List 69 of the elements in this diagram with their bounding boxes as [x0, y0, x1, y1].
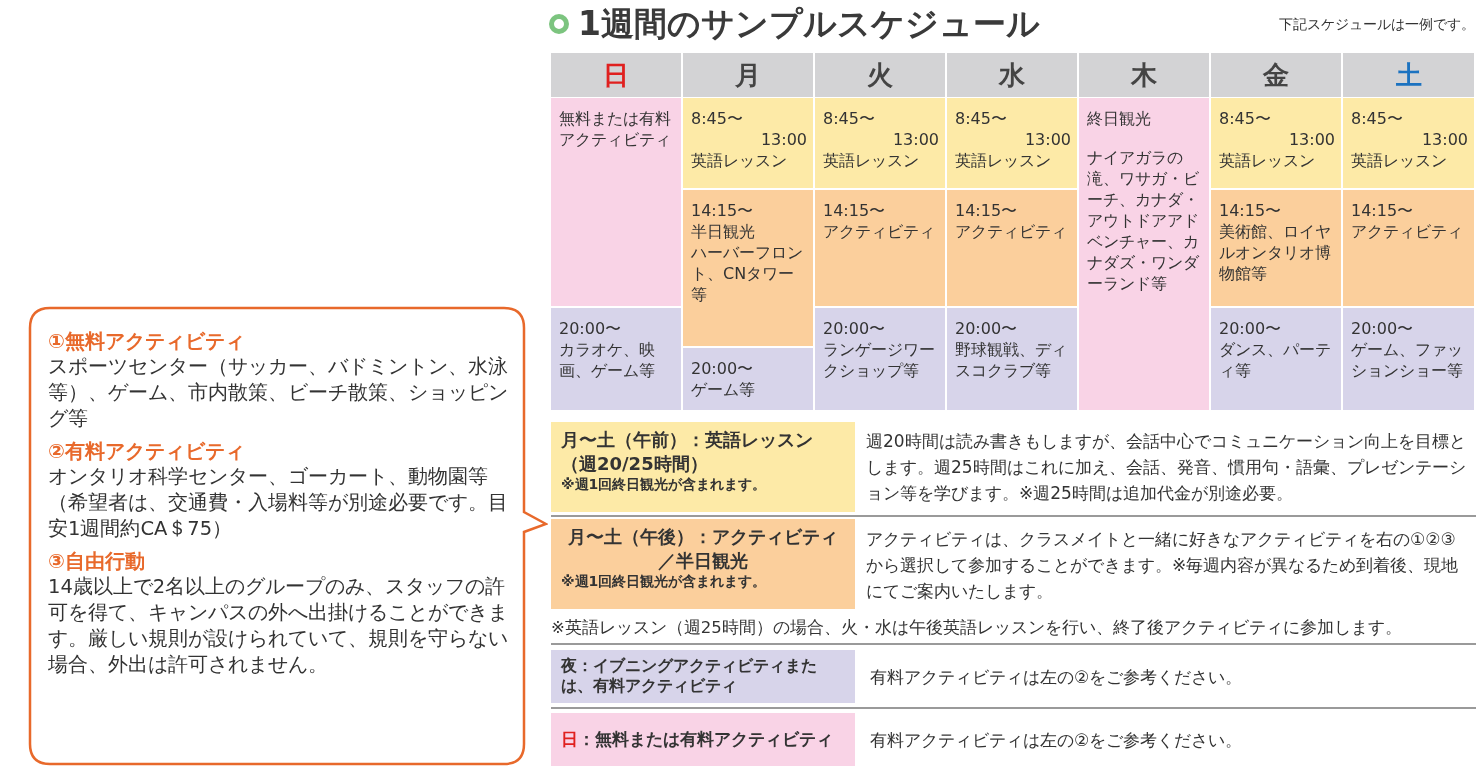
cell-text: 英語レッスン [823, 150, 920, 171]
table-header-cell: 月 [683, 53, 813, 97]
callout-heading: ①無料アクティビティ [48, 328, 246, 354]
table-header-cell: 金 [1211, 53, 1341, 97]
cell-text: 英語レッスン [1219, 150, 1316, 171]
row-heading: ：無料または有料アクティビティ [578, 729, 833, 749]
cell-text: 野球観戦、ディスコクラブ等 [955, 339, 1068, 381]
cell-text: ランゲージワークショップ等 [823, 339, 936, 381]
note: 下記スケジュールは一例です。 [1279, 16, 1475, 34]
table-header-cell: 火 [815, 53, 945, 97]
row-heading: 夜：イブニングアクティビティまたは、有料アクティビティ [561, 656, 818, 696]
description: 週20時間は読み書きもしますが、会話中心でコミュニケーション向上を目標とします。週25時間はこれに加え、会話、発音、慣用句・語彙、プレゼンテーション等を学びます。※週25時間は追加代金が別途必要。 [866, 430, 1466, 505]
cell-text: 20:00〜 [955, 318, 1019, 339]
footnote: ※英語レッスン（週25時間）の場合、火・水は午後英語レッスンを行い、終了後アクティビティに参加します。 [551, 617, 1403, 639]
cell-text: 13:00 [891, 129, 939, 150]
cell-text: 8:45〜 [823, 108, 876, 129]
description: アクティビティは、クラスメイトと一緒に好きなアクティビティを右の①②③から選択して参加することができます。※毎週内容が異なるため到着後、現地にてご案内いたします。 [866, 528, 1460, 603]
callout-text: スポーツセンター（サッカー、バドミントン、水泳等）、ゲーム、市内散策、ビーチ散策、ショッピング等 [48, 354, 509, 432]
cell-text: 20:00〜 [559, 318, 623, 339]
cell-text: 8:45〜 [1351, 108, 1404, 129]
cell-text: 13:00 [1023, 129, 1071, 150]
cell-text: アクティビティ [823, 221, 936, 242]
table-header-cell: 土 [1343, 53, 1474, 97]
row-note: ※週1回終日観光が含まれます。 [561, 476, 768, 494]
cell-text: 英語レッスン [691, 150, 788, 171]
cell-text: 13:00 [1420, 129, 1468, 150]
table-header-cell: 日 [551, 53, 681, 97]
cell-text: アクティビティ [1351, 221, 1464, 242]
cell-text: 美術館、ロイヤルオンタリオ博物館等 [1219, 221, 1332, 284]
cell-text: ゲーム、ファッションショー等 [1351, 339, 1464, 381]
row-note: ※週1回終日観光が含まれます。 [561, 573, 768, 591]
cell-text: 20:00〜 [1351, 318, 1415, 339]
cell-text: 半日観光 [691, 221, 756, 242]
cell-text: 14:15〜 [955, 200, 1019, 221]
speech-bubble [28, 306, 548, 768]
cell-text: 20:00〜 [1219, 318, 1283, 339]
description: 有料アクティビティは左の②をご参考ください。 [870, 729, 1243, 752]
cell-text: ハーバーフロント、CNタワー等 [691, 242, 804, 305]
callout-heading: ③自由行動 [48, 548, 146, 574]
cell-text: 20:00〜 [823, 318, 887, 339]
cell-text: ナイアガラの滝、ワサガ・ビーチ、カナダ・アウトドアアドベンチャー、カナダズ・ワンダーランド等 [1087, 147, 1200, 294]
callout-text: オンタリオ科学センター、ゴーカート、動物園等（希望者は、交通費・入場料等が別途必要です。目安1週間約CA＄75） [48, 464, 509, 542]
cell-text: ダンス、パーティ等 [1219, 339, 1332, 381]
title: 1週間のサンプルスケジュール [578, 3, 1040, 45]
cell-text: 14:15〜 [1351, 200, 1415, 221]
table-header-cell: 木 [1079, 53, 1209, 97]
cell-text: 英語レッスン [1351, 150, 1448, 171]
row-heading: 月〜土（午後）：アクティビティ／半日観光 [567, 525, 839, 573]
day-mark: 日 [561, 729, 578, 749]
table-header-cell: 水 [947, 53, 1077, 97]
cell-text: 英語レッスン [955, 150, 1052, 171]
cell-text: 終日観光 [1087, 108, 1152, 129]
cell-text: 8:45〜 [691, 108, 744, 129]
cell-text: 13:00 [759, 129, 807, 150]
callout-text: 14歳以上で2名以上のグループのみ、スタッフの許可を得て、キャンパスの外へ出掛けることができます。厳しい規則が設けられていて、規則を守らない場合、外出は許可されません。 [48, 574, 509, 678]
cell-text: アクティビティ [955, 221, 1068, 242]
cell-text: 14:15〜 [823, 200, 887, 221]
callout-heading: ②有料アクティビティ [48, 438, 246, 464]
cell-text: ゲーム等 [691, 379, 756, 400]
cell-text: 無料または有料アクティビティ [559, 108, 672, 150]
cell-text: カラオケ、映画、ゲーム等 [559, 339, 656, 381]
cell-text: 13:00 [1287, 129, 1335, 150]
row-heading: 月〜土（午前）：英語レッスン（週20/25時間） [561, 428, 814, 476]
cell-text: 20:00〜 [691, 358, 755, 379]
cell-text: 14:15〜 [1219, 200, 1283, 221]
description: 有料アクティビティは左の②をご参考ください。 [870, 666, 1243, 689]
cell-text: 8:45〜 [1219, 108, 1272, 129]
cell-text: 14:15〜 [691, 200, 755, 221]
cell-text: 8:45〜 [955, 108, 1008, 129]
